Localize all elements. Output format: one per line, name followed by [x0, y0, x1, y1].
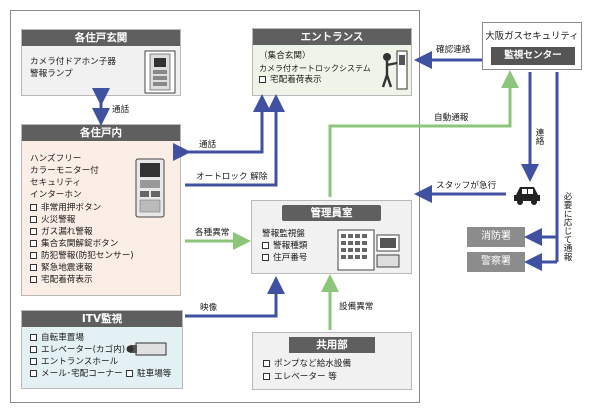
kanri-check-2: 住戸番号 [262, 253, 307, 264]
unit-check-3: ガス漏れ警報 [30, 227, 93, 238]
unit-check-5: 防犯警報(防犯センサー) [30, 251, 134, 262]
box-kanri-title: 管理員室 [282, 205, 381, 221]
checkbox-icon [30, 334, 37, 341]
unit-line-4: インターホン [30, 190, 82, 200]
unit-line-2: カラーモニター付 [30, 166, 99, 176]
box-genkan: 各住戸玄関 カメラ付ドアホン子器 警報ランプ [21, 29, 181, 96]
alarm-panel-icon [337, 229, 400, 271]
unit-check-6: 緊急地震速報 [30, 263, 93, 274]
genkan-line-2: 警報ランプ [30, 69, 73, 79]
label-report-as-needed: 必要に応じて通報 [562, 192, 572, 261]
security-camera-icon [126, 342, 167, 356]
autolock-panel-icon [381, 50, 408, 90]
car-icon [514, 187, 540, 205]
entrance-line-1: （集合玄関） [259, 51, 311, 61]
fire-station-badge: 消防署 [467, 227, 525, 247]
security-title: 大阪ガスセキュリティ [485, 31, 579, 42]
box-entrance: エントランス （集合玄関） カメラ付オートロックシステム 宅配着荷表示 [252, 28, 412, 96]
unit-line-1: ハンズフリー [30, 154, 82, 164]
checkbox-icon [30, 346, 37, 353]
entrance-line-2: カメラ付オートロックシステム [259, 64, 371, 73]
unit-check-4: 集合玄関解錠ボタン [30, 239, 118, 250]
unit-check-2: 火災警報 [30, 215, 75, 226]
box-entrance-title: エントランス [253, 29, 411, 45]
checkbox-icon [126, 370, 133, 377]
checkbox-icon [30, 358, 37, 365]
kyoyo-check-1: ポンプなど給水設備 [263, 359, 351, 370]
label-contact: 連絡 [534, 128, 544, 146]
label-auto-report: 自動通報 [434, 113, 469, 123]
label-call-1: 通話 [112, 105, 130, 115]
itv-check-3: エントランスホール [30, 357, 118, 368]
label-call-2: 通話 [199, 140, 217, 150]
box-itv: ITV監視 自転車置場 エレベーター(カゴ内) エントランスホール メール･宅配… [21, 310, 183, 389]
checkbox-icon [262, 254, 269, 261]
label-staff-dispatch: スタッフが急行 [436, 181, 497, 191]
label-various-alarm: 各種異常 [195, 228, 230, 238]
checkbox-icon [30, 240, 37, 247]
checkbox-icon [259, 76, 266, 83]
police-station-badge: 警察署 [467, 252, 525, 272]
doorphone-icon [144, 50, 176, 94]
checkbox-icon [30, 216, 37, 223]
genkan-line-1: カメラ付ドアホン子器 [30, 57, 116, 67]
itv-check-5: 駐車場等 [126, 369, 171, 380]
box-security: 大阪ガスセキュリティ 監視センター [482, 22, 582, 70]
itv-check-4: メール･宅配コーナー [30, 369, 123, 380]
kyoyo-check-2: エレベーター 等 [263, 372, 337, 383]
box-kyoyo: 共用部 ポンプなど給水設備 エレベーター 等 [252, 332, 412, 390]
checkbox-icon [263, 360, 270, 367]
unit-check-1: 非常用押ボタン [30, 203, 101, 214]
checkbox-icon [30, 264, 37, 271]
intercom-monitor-icon [135, 158, 165, 218]
checkbox-icon [263, 373, 270, 380]
kanri-line-1: 警報監視盤 [262, 229, 305, 239]
box-itv-title: ITV監視 [22, 311, 182, 327]
itv-check-1: 自転車置場 [30, 333, 84, 344]
box-unit: 各住戸内 ハンズフリー カラーモニター付 セキュリティ インターホン 非常用押ボ… [21, 124, 181, 296]
unit-check-7: 宅配着荷表示 [30, 275, 93, 286]
box-unit-title: 各住戸内 [22, 125, 180, 141]
checkbox-icon [30, 370, 37, 377]
box-genkan-title: 各住戸玄関 [22, 30, 180, 46]
kanri-check-1: 警報種類 [262, 241, 307, 252]
label-confirm-contact: 確認連絡 [436, 45, 471, 55]
checkbox-icon [30, 228, 37, 235]
checkbox-icon [262, 242, 269, 249]
entrance-check-1: 宅配着荷表示 [259, 75, 322, 86]
checkbox-icon [30, 276, 37, 283]
checkbox-icon [30, 204, 37, 211]
label-equipment-alarm: 設備異常 [339, 302, 374, 312]
unit-line-3: セキュリティ [30, 178, 82, 188]
label-autolock-release: オートロック 解除 [196, 172, 268, 182]
checkbox-icon [30, 252, 37, 259]
label-video: 映像 [200, 303, 218, 313]
box-kanri: 管理員室 警報監視盤 警報種類 住戸番号 [251, 200, 412, 274]
box-kyoyo-title: 共用部 [289, 337, 375, 353]
itv-check-2: エレベーター(カゴ内) [30, 345, 125, 356]
security-subtitle: 監視センター [491, 47, 575, 65]
